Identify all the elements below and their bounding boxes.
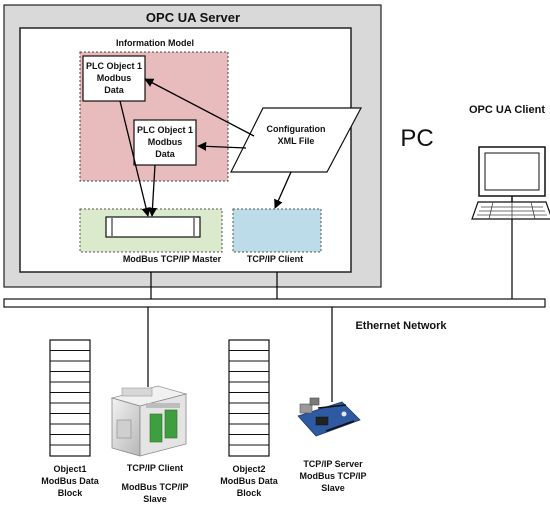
- arrows: [119, 78, 292, 217]
- plc-object-2-line-3: Data: [155, 149, 176, 159]
- plc-object-2-box: [133, 119, 197, 166]
- object1-data-block: [49, 339, 91, 457]
- object2-caption-line-2: ModBus Data: [220, 476, 278, 486]
- object2-block-frame: [228, 339, 270, 457]
- plc-object-2-line-1: PLC Object 1: [137, 125, 193, 135]
- object2-caption-line-1: Object2: [232, 464, 265, 474]
- configuration-xml-line-1: Configuration: [267, 124, 326, 134]
- pc-label: PC: [400, 125, 433, 152]
- object1-block-frame: [49, 339, 91, 457]
- device-captions: Object1 ModBus Data Block TCP/IP Client …: [41, 459, 366, 504]
- arrow-plc1-to-master: [119, 100, 151, 217]
- object2-caption-line-3: Block: [237, 488, 263, 498]
- ethernet-network-label: Ethernet Network: [355, 320, 447, 332]
- arrow-config-to-plc2: [197, 141, 247, 151]
- information-model: Information Model PLC Object 1 Modbus Da…: [79, 38, 229, 182]
- object1-caption-line-2: ModBus Data: [41, 476, 99, 486]
- ethernet-network: Ethernet Network: [3, 298, 546, 402]
- configuration-xml-line-2: XML File: [278, 136, 315, 146]
- server-title: OPC UA Server: [146, 10, 240, 25]
- plc-object-1-line-3: Data: [104, 85, 125, 95]
- plc-object-2-line-2: Modbus: [148, 137, 183, 147]
- arduino-device-icon: [297, 397, 361, 437]
- tcp-client-label: TCP/IP Client: [247, 254, 303, 264]
- arduino-caption-line-1: TCP/IP Server: [303, 459, 363, 469]
- ethernet-bus: [3, 298, 546, 308]
- arrow-config-to-plc1: [144, 78, 255, 137]
- plc-object-1-box: [82, 55, 146, 102]
- arduino-caption-line-3: Slave: [321, 483, 345, 493]
- arrow-config-to-tcp-client: [274, 171, 292, 209]
- tcp-client: TCP/IP Client: [232, 208, 322, 264]
- configuration-xml: Configuration XML File: [230, 107, 362, 173]
- opc-ua-client: OPC UA Client: [469, 104, 550, 299]
- tcp-client-box: [232, 208, 322, 253]
- modbus-master-block: [105, 216, 201, 238]
- configuration-xml-shape: [230, 107, 362, 173]
- object1-caption-line-1: Object1: [53, 464, 86, 474]
- object2-data-block: [228, 339, 270, 457]
- arduino-caption-line-2: ModBus TCP/IP: [300, 471, 367, 481]
- information-model-title: Information Model: [116, 38, 194, 48]
- server-connectors: [150, 272, 278, 299]
- plc-device-caption-line-4: Slave: [143, 494, 167, 504]
- computer-icon: [471, 146, 550, 220]
- plc-object-1-line-1: PLC Object 1: [86, 61, 142, 71]
- plc-device-caption-line-3: ModBus TCP/IP: [122, 482, 189, 492]
- arrow-plc2-to-master: [147, 164, 158, 217]
- object1-caption-line-3: Block: [58, 488, 84, 498]
- plc-device-caption-line-1: TCP/IP Client: [127, 463, 183, 473]
- plc-object-1-line-2: Modbus: [97, 73, 132, 83]
- plc-device-icon: [110, 385, 188, 457]
- object2-block-rows: [229, 350, 269, 446]
- opc-ua-client-title: OPC UA Client: [469, 104, 545, 116]
- modbus-master-label: ModBus TCP/IP Master: [123, 254, 222, 264]
- object1-block-rows: [50, 350, 90, 446]
